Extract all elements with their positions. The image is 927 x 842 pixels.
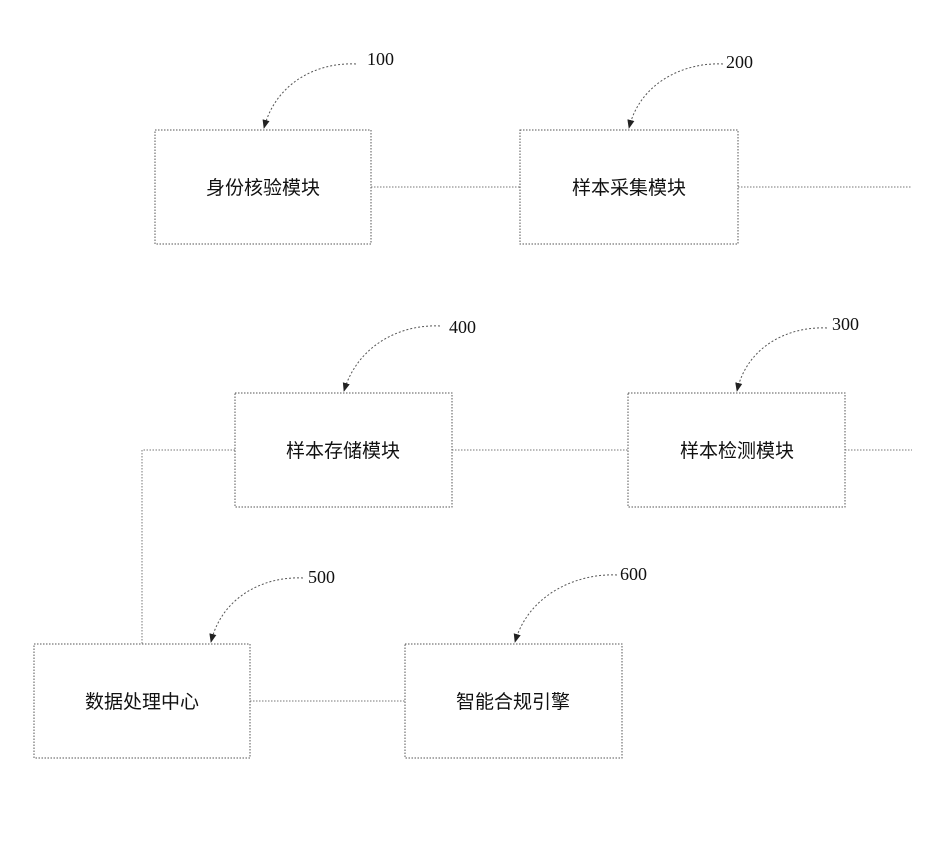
- ref-400-leader-arrow: [344, 326, 440, 391]
- ref-200-leader-arrow: [629, 64, 723, 128]
- module-intelligent-compliance-engine: 智能合规引擎 600: [405, 564, 647, 758]
- module-identity-verification: 身份核验模块 100: [155, 49, 394, 244]
- module-detect-label: 样本检测模块: [680, 440, 794, 462]
- ref-300-number: 300: [832, 314, 859, 334]
- ref-200-number: 200: [726, 52, 753, 72]
- ref-600-leader-arrow: [515, 575, 617, 642]
- ref-600-number: 600: [620, 564, 647, 584]
- ref-500-number: 500: [308, 567, 335, 587]
- module-sample-collection: 样本采集模块 200: [520, 52, 753, 244]
- ref-500-leader-arrow: [211, 578, 303, 642]
- module-process-label: 数据处理中心: [85, 691, 199, 713]
- ref-100-number: 100: [367, 49, 394, 69]
- module-sample-detection: 样本检测模块 300: [628, 314, 859, 507]
- connector-400-500: [142, 450, 235, 644]
- ref-400-number: 400: [449, 317, 476, 337]
- module-engine-label: 智能合规引擎: [456, 691, 570, 713]
- module-identity-label: 身份核验模块: [206, 177, 320, 199]
- ref-100-leader-arrow: [264, 64, 356, 128]
- module-storage-label: 样本存储模块: [286, 440, 400, 462]
- ref-300-leader-arrow: [737, 328, 827, 391]
- module-data-processing-center: 数据处理中心 500: [34, 567, 335, 758]
- module-collect-label: 样本采集模块: [572, 177, 686, 199]
- module-sample-storage: 样本存储模块 400: [235, 317, 476, 507]
